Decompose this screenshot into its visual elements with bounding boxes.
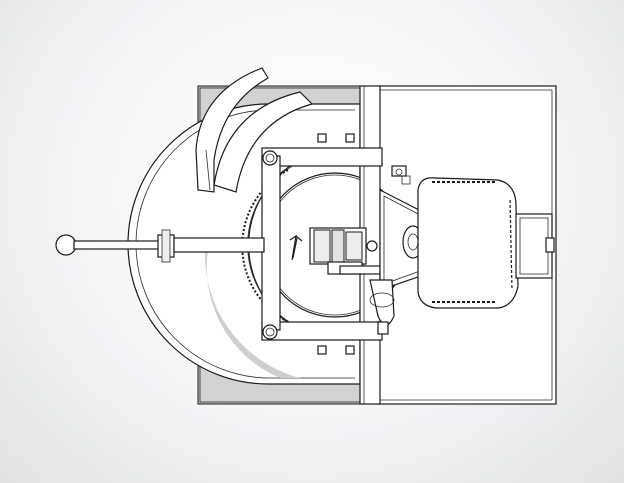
- handle-lever: [55, 229, 265, 263]
- gear-motor: [417, 177, 555, 309]
- grip-knob: [369, 279, 395, 335]
- guard-cover: [195, 67, 314, 193]
- rotation-arrow-icon: [289, 234, 303, 261]
- bolts: [317, 133, 355, 355]
- drive-shaft: [309, 227, 381, 275]
